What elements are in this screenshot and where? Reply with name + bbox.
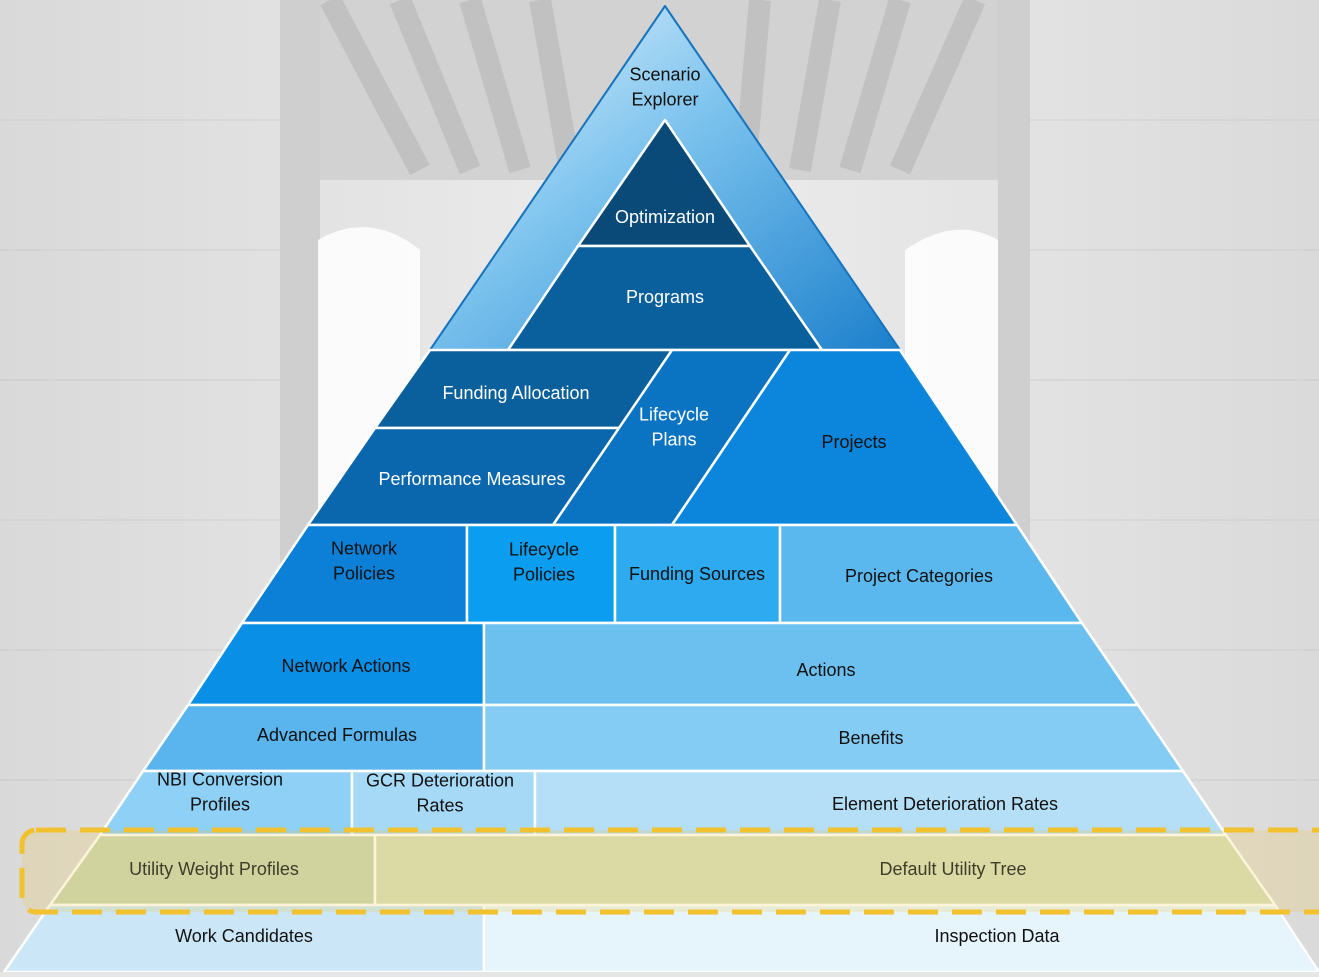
network-actions-label: Network Actions: [281, 656, 410, 676]
advanced-formulas-label-line: Advanced Formulas: [257, 725, 417, 745]
work-candidates-label: Work Candidates: [175, 926, 313, 946]
projects-label: Projects: [821, 432, 886, 452]
lifecycle-plans-label-line: Lifecycle: [639, 405, 709, 425]
lifecycle-policies-label-line: Lifecycle: [509, 540, 579, 560]
gcr-deterioration-rates-label-line: GCR Deterioration: [366, 771, 514, 791]
programs-label-line: Programs: [626, 287, 704, 307]
project-categories-label: Project Categories: [845, 566, 993, 586]
funding-allocation-label-line: Funding Allocation: [442, 383, 589, 403]
funding-allocation-label: Funding Allocation: [442, 383, 589, 403]
project-categories-label-line: Project Categories: [845, 566, 993, 586]
actions-label: Actions: [796, 660, 855, 680]
gcr-deterioration-rates-label-line: Rates: [416, 796, 463, 816]
inspection-data-label: Inspection Data: [934, 926, 1060, 946]
advanced-formulas-label: Advanced Formulas: [257, 725, 417, 745]
inspection-data-label-line: Inspection Data: [934, 926, 1060, 946]
optimization-label-line: Optimization: [615, 207, 715, 227]
benefits-label-line: Benefits: [838, 728, 903, 748]
highlight-dashed-frame: [19, 827, 1319, 915]
gcr-deterioration-rates-block[interactable]: [350, 769, 537, 837]
element-deterioration-rates-label: Element Deterioration Rates: [832, 794, 1058, 814]
default-utility-tree-label: Default Utility Tree: [879, 859, 1026, 879]
network-policies-label-line: Policies: [333, 564, 395, 584]
performance-measures-label: Performance Measures: [378, 469, 565, 489]
projects-label-line: Projects: [821, 432, 886, 452]
network-policies-label-line: Network: [331, 539, 398, 559]
lifecycle-policies-label-line: Policies: [513, 565, 575, 585]
scenario-explorer-label-line: Explorer: [631, 90, 698, 110]
performance-measures-label-line: Performance Measures: [378, 469, 565, 489]
element-deterioration-rates-label-line: Element Deterioration Rates: [832, 794, 1058, 814]
optimization-label: Optimization: [615, 207, 715, 227]
utility-weight-profiles-label: Utility Weight Profiles: [129, 859, 299, 879]
nbi-conversion-profiles-label-line: Profiles: [190, 795, 250, 815]
scenario-explorer-label-line: Scenario: [629, 65, 700, 85]
funding-sources-label-line: Funding Sources: [629, 564, 765, 584]
programs-label: Programs: [626, 287, 704, 307]
work-candidates-label-line: Work Candidates: [175, 926, 313, 946]
benefits-label: Benefits: [838, 728, 903, 748]
default-utility-tree-label-line: Default Utility Tree: [879, 859, 1026, 879]
network-actions-label-line: Network Actions: [281, 656, 410, 676]
funding-sources-label: Funding Sources: [629, 564, 765, 584]
utility-weight-profiles-label-line: Utility Weight Profiles: [129, 859, 299, 879]
benefits-block[interactable]: [482, 703, 1185, 773]
nbi-conversion-profiles-label-line: NBI Conversion: [157, 770, 283, 790]
funding-sources-block[interactable]: [613, 523, 782, 625]
pyramid-regions: [2, 5, 1319, 974]
inspection-data-block[interactable]: [482, 903, 1319, 974]
lifecycle-plans-label-line: Plans: [651, 430, 696, 450]
actions-label-line: Actions: [796, 660, 855, 680]
